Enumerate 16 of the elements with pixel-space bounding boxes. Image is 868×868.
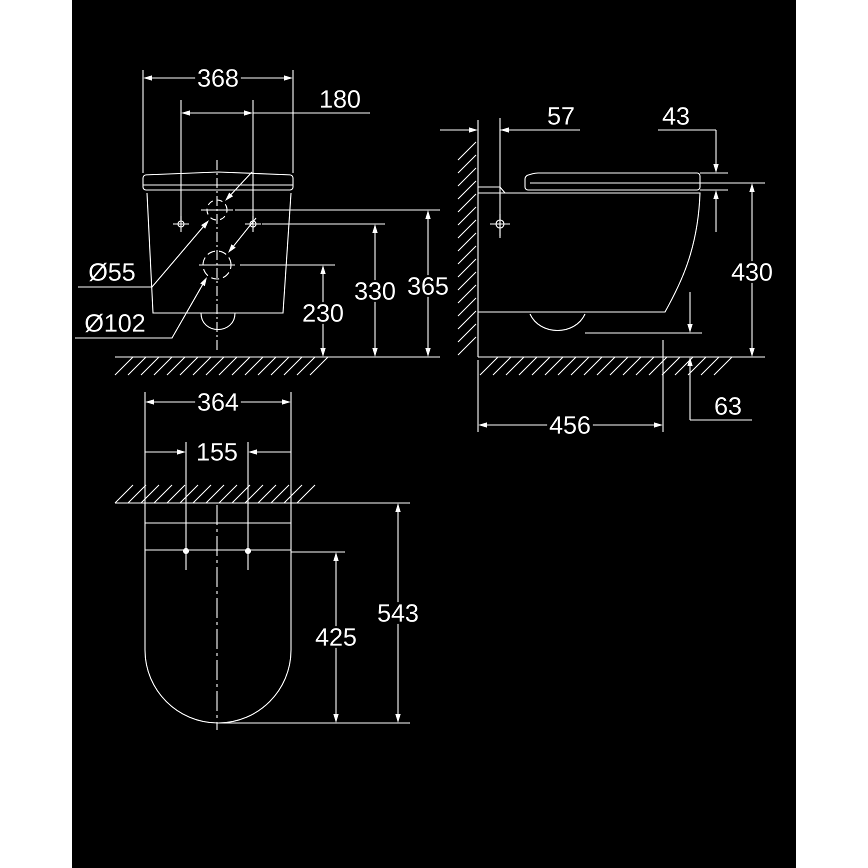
dimension-label: 330 [352, 280, 398, 302]
dimension-label: 230 [300, 302, 346, 324]
dimension-label: Ø55 [89, 262, 135, 282]
dimension-label: 368 [195, 67, 241, 89]
dimension-label: 155 [194, 441, 240, 463]
dimension-label: 425 [313, 626, 359, 648]
dimension-label: 63 [715, 397, 741, 415]
dimension-label: 430 [729, 261, 775, 283]
dimension-label: 57 [548, 107, 574, 125]
dimension-label: 180 [321, 90, 360, 108]
dimension-label: 43 [662, 107, 689, 125]
dimension-label: 364 [195, 391, 241, 413]
dimension-label: 543 [375, 602, 421, 624]
dimension-label: 456 [547, 414, 593, 436]
dimension-label: Ø102 [85, 314, 144, 332]
dimension-label: 365 [405, 275, 451, 297]
